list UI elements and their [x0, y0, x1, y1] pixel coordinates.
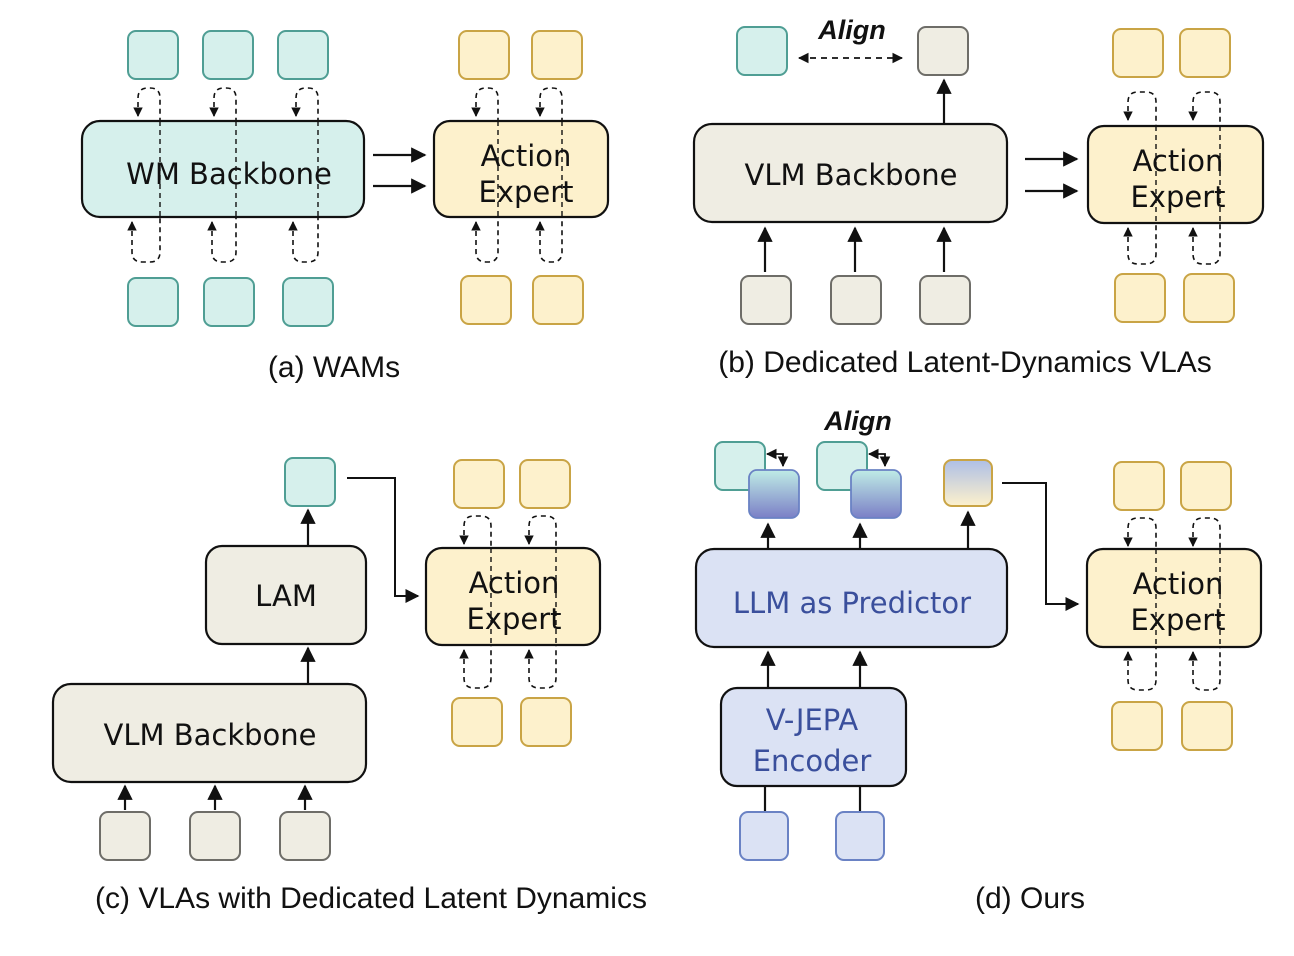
input-token	[99, 811, 151, 861]
panel-d: Align LLM as Predictor V-JEPA Encoder	[694, 406, 1263, 915]
latent-to-expert-arrow	[347, 477, 420, 603]
vjepa-encoder-label-line1: V-JEPA	[766, 703, 859, 737]
panel-a: WM Backbone Action Expert (a) WAMs	[80, 30, 610, 384]
align-arrow	[867, 448, 891, 468]
action-query-token	[943, 459, 993, 507]
action-expert-label-line1: Action	[1133, 567, 1224, 601]
action-token	[1181, 701, 1233, 751]
predicted-latent-token	[917, 26, 969, 76]
panel-c: LAM VLM Backbone Action Expert (c) VL	[51, 457, 647, 915]
llm-predictor-block	[694, 547, 1009, 649]
action-expert-label-line1: Action	[481, 139, 572, 173]
output-token	[127, 30, 179, 80]
vlm-backbone-block	[51, 682, 368, 784]
predicted-latent-token	[748, 469, 800, 519]
query-to-expert-arrow	[1002, 482, 1080, 611]
predicted-latent-token	[850, 469, 902, 519]
vjepa-encoder-block	[719, 686, 908, 788]
action-token	[1114, 273, 1166, 323]
action-expert-block	[432, 119, 610, 219]
target-latent-token	[736, 26, 788, 76]
action-expert-label-line2: Expert	[1130, 603, 1225, 637]
input-token	[279, 811, 331, 861]
input-token	[189, 811, 241, 861]
panel-d-caption: (d) Ours	[975, 882, 1085, 915]
action-expert-label-line1: Action	[1133, 144, 1224, 178]
action-token	[1111, 701, 1163, 751]
vjepa-encoder-label-line2: Encoder	[753, 744, 872, 778]
latent-action-token	[284, 457, 336, 507]
input-frame-token	[739, 811, 789, 861]
input-frame-token	[835, 811, 885, 861]
lam-block	[204, 544, 368, 646]
input-token	[127, 277, 179, 327]
output-token	[277, 30, 329, 80]
input-token	[919, 275, 971, 325]
action-token	[460, 275, 512, 325]
wm-backbone-block	[80, 119, 366, 219]
align-arrow	[765, 448, 789, 468]
action-expert-block	[1086, 124, 1265, 225]
action-token	[1179, 28, 1231, 78]
vlm-backbone-block	[692, 122, 1009, 224]
action-token	[1180, 461, 1232, 511]
vlm-backbone-label: VLM Backbone	[103, 718, 316, 752]
input-token	[740, 275, 792, 325]
action-expert-label-line2: Expert	[466, 602, 561, 636]
panel-b: Align VLM Backbone Action Expert	[692, 15, 1265, 379]
input-token	[282, 277, 334, 327]
lam-label: LAM	[255, 579, 317, 613]
action-token	[1183, 273, 1235, 323]
action-token	[1112, 28, 1164, 78]
action-expert-label-line2: Expert	[1130, 180, 1225, 214]
action-expert-block	[1085, 547, 1263, 649]
action-expert-label-line2: Expert	[478, 175, 573, 209]
align-label: Align	[817, 15, 886, 45]
action-token	[453, 459, 505, 509]
input-token	[830, 275, 882, 325]
output-token	[202, 30, 254, 80]
action-token	[458, 30, 510, 80]
vlm-backbone-label: VLM Backbone	[744, 158, 957, 192]
action-token	[1113, 461, 1165, 511]
action-expert-label-line1: Action	[469, 566, 560, 600]
action-token	[531, 30, 583, 80]
llm-predictor-label: LLM as Predictor	[733, 586, 971, 620]
input-token	[203, 277, 255, 327]
wm-backbone-label: WM Backbone	[126, 157, 332, 191]
panel-c-caption: (c) VLAs with Dedicated Latent Dynamics	[95, 882, 647, 915]
align-label: Align	[823, 406, 892, 436]
action-token	[532, 275, 584, 325]
action-token	[520, 697, 572, 747]
action-token	[451, 697, 503, 747]
panel-a-caption: (a) WAMs	[268, 351, 400, 384]
action-token	[519, 459, 571, 509]
panel-b-caption: (b) Dedicated Latent-Dynamics VLAs	[718, 346, 1212, 379]
